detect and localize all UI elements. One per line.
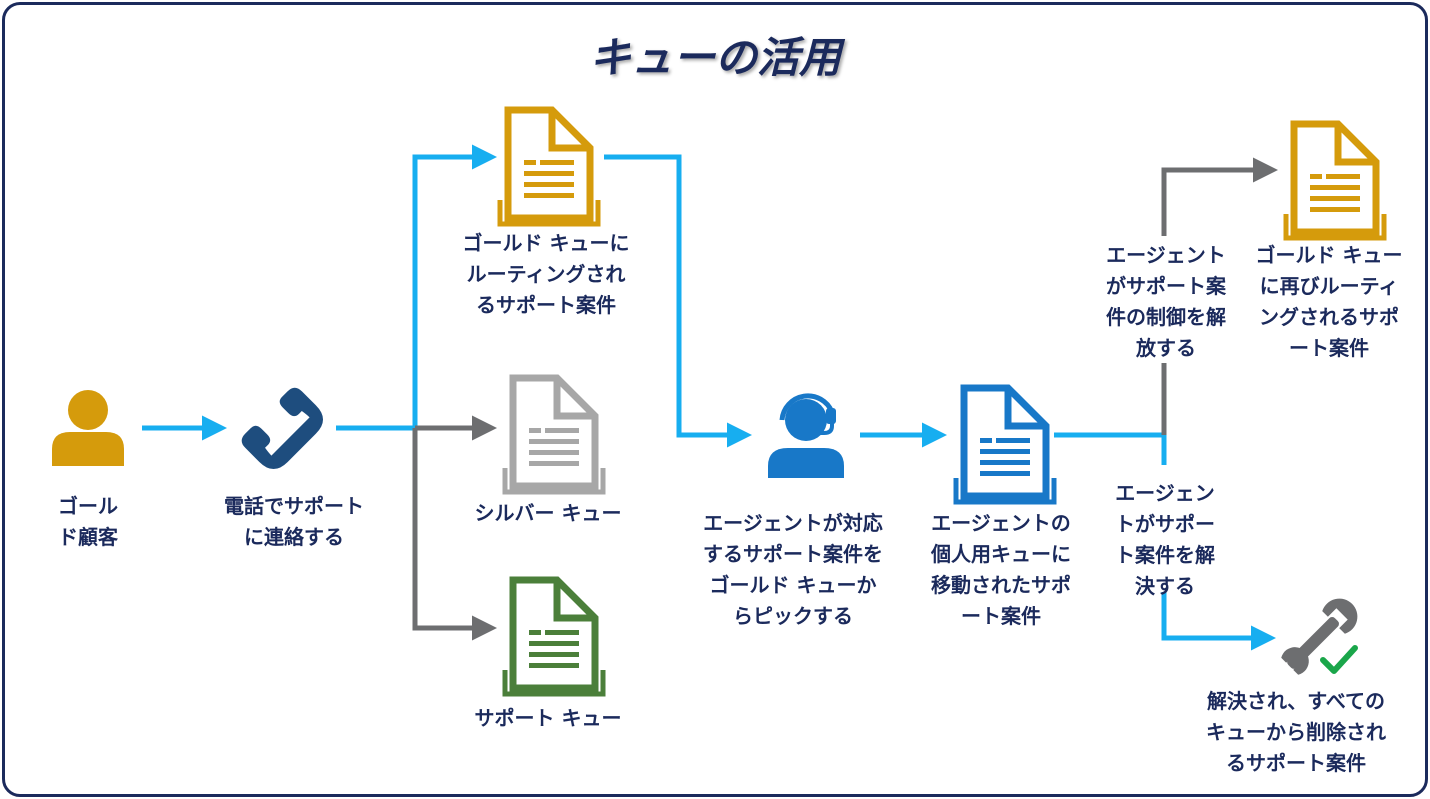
label-agent: エージェントが対応 するサポート案件を ゴールド キューか らピックする — [703, 511, 883, 628]
phone-icon — [241, 387, 324, 470]
connectors — [142, 144, 1278, 651]
label-gold-queue: ゴールド キューに ルーティングされ るサポート案件 — [462, 231, 630, 317]
gold-requeue-document — [1283, 120, 1387, 241]
label-resolve: エージェン トがサポー ト案件を解 決する — [1115, 481, 1215, 598]
label-support-queue: サポート キュー — [474, 706, 622, 730]
personal-queue-document — [953, 384, 1057, 505]
headset-agent-icon — [768, 393, 844, 478]
wrench-check-icon — [1281, 598, 1358, 675]
label-personal-queue: エージェントの 個人用キューに 移動されたサポ ート案件 — [931, 511, 1071, 628]
connector-release-to-requeue — [1161, 157, 1278, 236]
label-silver-queue: シルバー キュー — [474, 501, 622, 525]
connector-gold-queue-to-agent — [604, 154, 752, 448]
label-phone: 電話でサポート に連絡する — [224, 494, 364, 549]
person-icon — [52, 390, 124, 466]
label-requeue: ゴールド キュー に再びルーティ ングされるサポ ート案件 — [1255, 243, 1403, 360]
label-customer: ゴール ド顧客 — [58, 494, 118, 549]
gold-queue-document — [497, 106, 601, 227]
silver-queue-document — [502, 374, 606, 495]
label-resolved: 解決され、すべての キューから削除され るサポート案件 — [1206, 689, 1386, 775]
diagram-title: キューの活用 — [588, 33, 841, 82]
connector-resolve-to-resolved — [1161, 592, 1276, 651]
label-release: エージェント がサポート案 件の制御を解 放する — [1106, 243, 1226, 360]
connector-branch-to-support-queue — [412, 428, 497, 641]
connector-branch-to-gold-queue — [412, 144, 497, 428]
support-queue-document — [502, 576, 606, 697]
